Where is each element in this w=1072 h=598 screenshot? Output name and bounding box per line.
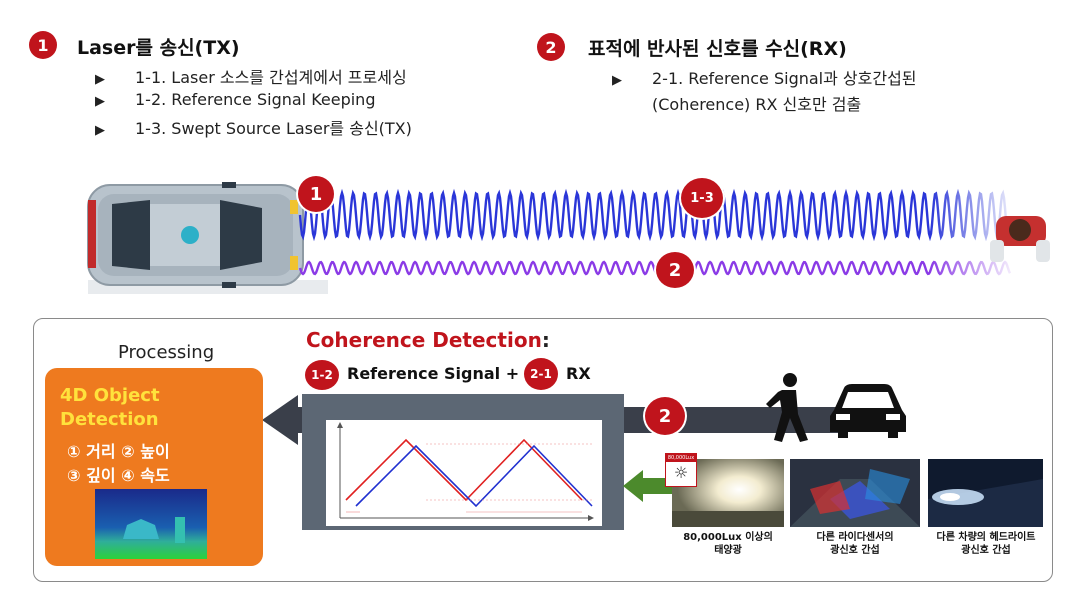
step1-title: Laser를 송신(TX) xyxy=(77,37,240,59)
bullet-triangle-icon: ▶ xyxy=(612,73,622,88)
headlight-thumbnail xyxy=(928,459,1043,527)
interference-arrow xyxy=(623,470,673,502)
formula-ref-text: Reference Signal + xyxy=(347,364,520,383)
formula-rx-text: RX xyxy=(566,364,591,383)
lidar-interference-caption: 다른 라이다센서의 광신호 간섭 xyxy=(816,532,894,556)
step1-item: ▶1-2. Reference Signal Keeping xyxy=(95,90,376,109)
depth-map-image xyxy=(95,489,207,559)
lidar-interference-thumbnail xyxy=(790,459,920,527)
lux-tag: 80,000Lux ☼ xyxy=(665,453,697,487)
formula-badge-ref: 1-2 xyxy=(305,360,339,390)
object-detection-box: 4D Object Detection ① 거리 ② 높이 ③ 깊이 ④ 속도 xyxy=(45,368,263,566)
rx-wave xyxy=(298,260,1012,276)
walking-person-icon xyxy=(766,373,808,442)
step2-badge: 2 xyxy=(537,33,565,61)
tx-badge: 1 xyxy=(298,176,334,212)
object-detection-row: ① 거리 ② 높이 xyxy=(67,442,170,461)
car-front-icon xyxy=(830,384,906,438)
headlight-caption: 다른 차량의 헤드라이트 광신호 간섭 xyxy=(936,532,1036,556)
step1-badge: 1 xyxy=(29,31,57,59)
rx-badge: 2 xyxy=(656,252,694,288)
processing-label: Processing xyxy=(118,342,215,363)
step2-title: 표적에 반사된 신호를 수신(RX) xyxy=(588,38,847,60)
car-topview-icon xyxy=(87,182,304,288)
object-detection-row: ③ 깊이 ④ 속도 xyxy=(67,466,170,485)
step1-item: ▶1-3. Swept Source Laser를 송신(TX) xyxy=(95,119,412,138)
sunlight-caption: 80,000Lux 이상의 태양광 xyxy=(683,532,773,556)
pedestrian-topview-icon xyxy=(990,216,1050,262)
bullet-triangle-icon: ▶ xyxy=(95,72,105,87)
tx-wave xyxy=(298,188,1012,242)
sun-icon: ☼ xyxy=(673,463,689,482)
chirp-chart xyxy=(326,420,602,526)
step2-item: ▶2-1. Reference Signal과 상호간섭된 xyxy=(612,69,917,88)
step2-item: (Coherence) RX 신호만 검출 xyxy=(652,95,862,114)
step1-item: ▶1-1. Laser 소스를 간섭계에서 프로세싱 xyxy=(95,68,407,87)
wave-badge: 1-3 xyxy=(681,178,723,218)
bullet-triangle-icon: ▶ xyxy=(95,123,105,138)
formula-badge-rx: 2-1 xyxy=(524,358,558,390)
lidar-scene xyxy=(87,182,1050,294)
coherence-title: Coherence Detection: xyxy=(306,328,550,352)
panel-rx-badge: 2 xyxy=(645,397,685,435)
bullet-triangle-icon: ▶ xyxy=(95,94,105,109)
object-detection-title: 4D Object Detection xyxy=(60,385,160,430)
